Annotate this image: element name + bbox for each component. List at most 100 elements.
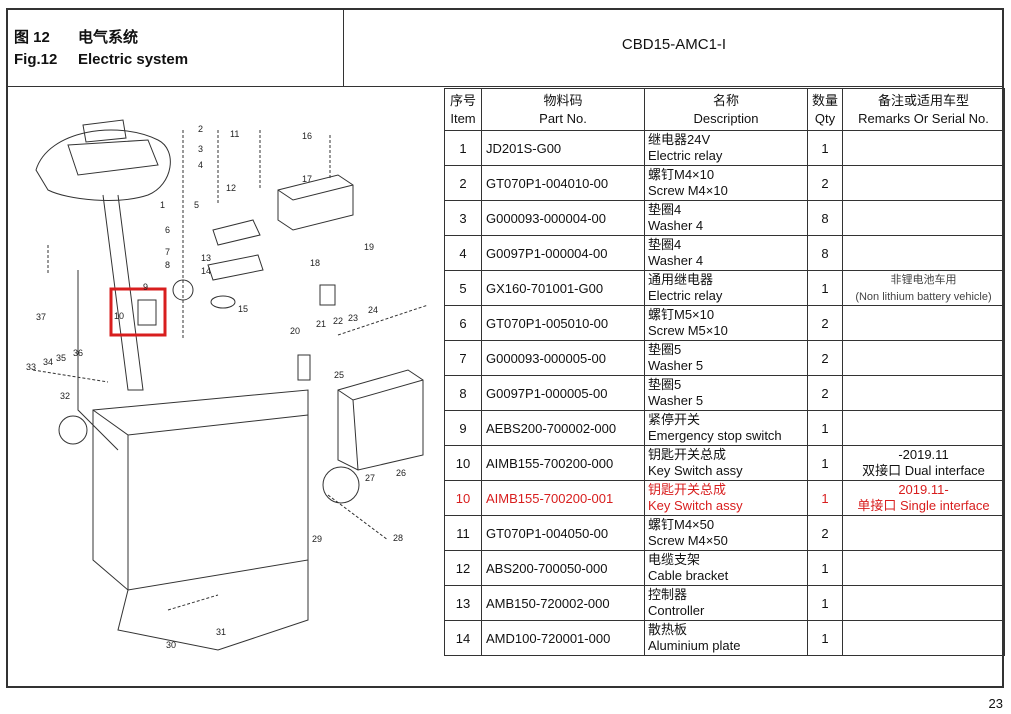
diagram-label-23: 23 [348,313,358,323]
model-code: CBD15-AMC1-I [621,36,727,53]
cell-item: 10 [444,445,482,481]
cell-part-no: AEBS200-700002-000 [481,410,645,446]
remark-line-1: 2019.11- [898,482,949,497]
desc-zh: 螺钉M4×50 [648,517,715,532]
remark-line-2: 双接口 Dual interface [862,463,985,478]
cell-part-no: G000093-000004-00 [481,200,645,236]
diagram-label-12: 12 [226,183,236,193]
diagram-label-15: 15 [238,304,248,314]
diagram-label-30: 30 [166,640,176,650]
figure-header: 图 12 电气系统 Fig.12 Electric system [6,8,344,86]
cell-qty: 1 [807,410,843,446]
diagram-label-29: 29 [312,534,322,544]
diagram-label-21: 21 [316,319,326,329]
cell-qty: 1 [807,550,843,586]
cell-item: 2 [444,165,482,201]
desc-en: Washer 5 [648,358,704,373]
cell-qty: 1 [807,270,843,306]
cell-qty: 2 [807,305,843,341]
cell-remarks [842,585,1005,621]
desc-zh: 垫圈5 [648,377,682,392]
exploded-diagram: 1 2 3 4 5 6 7 8 9 10 11 12 13 14 15 16 1… [26,119,429,651]
cell-remarks [842,165,1005,201]
cell-remarks [842,375,1005,411]
cell-part-no: AMB150-720002-000 [481,585,645,621]
cell-item: 11 [444,515,482,551]
cell-remarks [842,235,1005,271]
cell-remarks [842,130,1005,166]
diagram-label-4: 4 [198,160,203,170]
model-header: CBD15-AMC1-I [344,8,1004,86]
cell-qty: 2 [807,165,843,201]
cell-item: 13 [444,585,482,621]
diagram-labels: 1 2 3 4 5 6 7 8 9 10 11 12 13 14 15 16 1… [26,124,406,650]
diagram-label-8: 8 [165,260,170,270]
cell-item: 1 [444,130,482,166]
remark-line-1: -2019.11 [898,447,949,462]
cell-part-no: ABS200-700050-000 [481,550,645,586]
remark-line-2: (Non lithium battery vehicle) [855,291,992,303]
cell-remarks [842,200,1005,236]
figure-title-zh: 图 12 电气系统 [14,26,138,47]
diagram-label-27: 27 [365,473,375,483]
cell-qty: 1 [807,585,843,621]
diagram-label-10: 10 [114,311,124,321]
cell-part-no: AIMB155-700200-001 [481,480,645,516]
diagram-label-26: 26 [396,468,406,478]
diagram-label-19: 19 [364,242,374,252]
diagram-label-17: 17 [302,174,312,184]
diagram-label-37: 37 [36,312,46,322]
diagram-label-36: 36 [73,348,83,358]
cell-part-no: GT070P1-005010-00 [481,305,645,341]
desc-en: Key Switch assy [648,463,743,478]
desc-zh: 垫圈4 [648,202,682,217]
cell-part-no: GT070P1-004010-00 [481,165,645,201]
diagram-label-2: 2 [198,124,203,134]
cell-item: 14 [444,620,482,656]
remark-line-2: 单接口 Single interface [857,498,990,513]
cell-remarks [842,410,1005,446]
desc-zh: 继电器24V [648,132,711,147]
desc-en: Screw M5×10 [648,323,728,338]
desc-zh: 通用继电器 [648,272,714,287]
diagram-label-6: 6 [165,225,170,235]
desc-en: Electric relay [648,148,723,163]
cell-remarks [842,305,1005,341]
cell-remarks [842,340,1005,376]
cell-qty: 8 [807,200,843,236]
cell-item: 12 [444,550,482,586]
diagram-label-33: 33 [26,362,36,372]
desc-zh: 钥匙开关总成 [648,447,727,462]
desc-en: Emergency stop switch [648,428,782,443]
diagram-label-18: 18 [310,258,320,268]
desc-en: Aluminium plate [648,638,741,653]
figure-number-zh: 图 12 [14,29,50,46]
desc-en: Controller [648,603,705,618]
cell-part-no: AMD100-720001-000 [481,620,645,656]
desc-en: Cable bracket [648,568,729,583]
cell-item: 3 [444,200,482,236]
cell-part-no: G0097P1-000005-00 [481,375,645,411]
figure-caption-en: Electric system [78,51,189,68]
diagram-label-13: 13 [201,253,211,263]
cell-part-no: G000093-000005-00 [481,340,645,376]
desc-en: Electric relay [648,288,723,303]
cell-remarks: 2019.11-单接口 Single interface [842,480,1005,516]
